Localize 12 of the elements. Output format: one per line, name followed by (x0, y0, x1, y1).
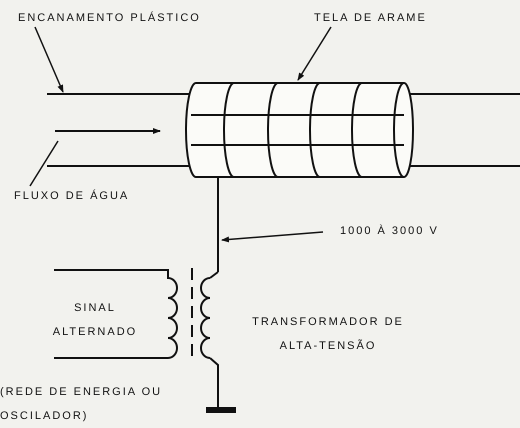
part-label: ENCANAMENTO PLÁSTICO (18, 12, 201, 24)
leader-line (29, 140, 59, 186)
part-label: TELA DE ARAME (314, 12, 427, 24)
voltage-label: 1000 À 3000 V (340, 225, 439, 237)
text-label: TRANSFORMADOR DE ALTA-TENSÃO (252, 315, 404, 354)
leader-line (221, 231, 324, 242)
text-label: SINAL ALTERNADO (52, 301, 138, 340)
text-label: (REDE DE ENERGIA OU OSCILADOR) (0, 385, 164, 424)
leader-line (34, 26, 64, 93)
wire-mesh-drawing (185, 82, 414, 178)
leader-line (297, 26, 332, 81)
part-label: FLUXO DE ÁGUA (14, 190, 130, 202)
